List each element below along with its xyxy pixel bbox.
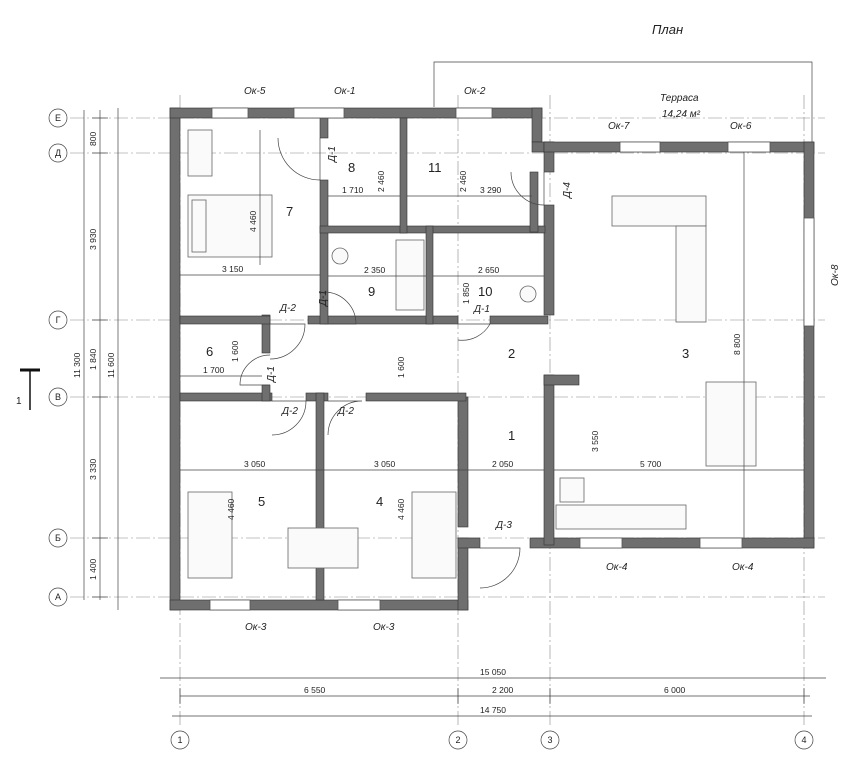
svg-text:2 200: 2 200 — [492, 685, 514, 695]
svg-text:2: 2 — [455, 735, 460, 745]
door-label: Д-1 — [473, 304, 490, 315]
door-label: Д-2 — [337, 406, 354, 417]
svg-text:Е: Е — [55, 113, 61, 123]
door-label: Д-4 — [562, 182, 573, 199]
svg-text:3 290: 3 290 — [480, 185, 502, 195]
svg-text:1 850: 1 850 — [461, 282, 471, 304]
svg-text:В: В — [55, 392, 61, 402]
svg-text:4 460: 4 460 — [248, 210, 258, 232]
svg-text:11 600: 11 600 — [106, 352, 116, 378]
door-swings — [239, 137, 545, 589]
svg-text:3 050: 3 050 — [244, 459, 266, 469]
room-labels: 1 2 3 4 5 6 7 8 9 10 11 — [206, 160, 689, 509]
svg-text:14 750: 14 750 — [480, 705, 506, 715]
svg-text:2 350: 2 350 — [364, 265, 386, 275]
room-label-4: 4 — [376, 494, 383, 509]
window-label: Ок-1 — [334, 86, 355, 97]
svg-text:800: 800 — [88, 132, 98, 146]
door-label: Д-2 — [281, 406, 298, 417]
room-label-11: 11 — [428, 160, 442, 175]
svg-text:2 650: 2 650 — [478, 265, 500, 275]
svg-text:Г: Г — [56, 315, 61, 325]
terrace-name: Терраса — [660, 93, 699, 104]
door-label: Д-1 — [318, 290, 329, 307]
svg-text:2 460: 2 460 — [458, 170, 468, 192]
window-label: Ок-3 — [245, 622, 267, 633]
window-openings — [209, 107, 815, 611]
window-label: Ок-4 — [732, 562, 754, 573]
section-mark: 1 — [16, 368, 40, 410]
svg-text:1 600: 1 600 — [396, 356, 406, 378]
room-label-7: 7 — [286, 204, 293, 219]
terrace-area: 14,24 м² — [662, 109, 701, 120]
svg-text:Б: Б — [55, 533, 61, 543]
window-label: Ок-8 — [830, 264, 841, 286]
svg-text:1 400: 1 400 — [88, 558, 98, 580]
walls — [169, 107, 815, 611]
section-number: 1 — [16, 396, 22, 407]
window-label: Ок-2 — [464, 86, 486, 97]
svg-text:3 150: 3 150 — [222, 264, 244, 274]
svg-text:1 710: 1 710 — [342, 185, 364, 195]
window-label: Ок-7 — [608, 121, 630, 132]
overall-dimensions: 15 050 6 550 2 200 6 000 14 750 — [160, 667, 826, 717]
svg-text:5 700: 5 700 — [640, 459, 662, 469]
svg-text:4: 4 — [801, 735, 806, 745]
room-label-9: 9 — [368, 284, 375, 299]
plan-title: План — [652, 22, 683, 37]
door-labels: Д-1 Д-1 Д-1 Д-1 Д-2 Д-2 Д-2 Д-3 Д-4 — [266, 146, 573, 531]
furniture — [187, 129, 757, 579]
door-label: Д-3 — [495, 520, 512, 531]
window-label: Ок-5 — [244, 86, 266, 97]
room-label-3: 3 — [682, 346, 689, 361]
svg-text:3 550: 3 550 — [590, 430, 600, 452]
svg-text:6 550: 6 550 — [304, 685, 326, 695]
door-label: Д-2 — [279, 303, 296, 314]
svg-text:11 300: 11 300 — [72, 352, 82, 378]
room-label-8: 8 — [348, 160, 355, 175]
window-labels: Ок-5 Ок-1 Ок-2 Ок-7 Ок-6 Ок-8 Ок-3 Ок-3 … — [244, 86, 841, 633]
room-label-1: 1 — [508, 428, 515, 443]
svg-text:8 800: 8 800 — [732, 333, 742, 355]
window-label: Ок-4 — [606, 562, 628, 573]
room-label-10: 10 — [478, 284, 492, 299]
window-label: Ок-3 — [373, 622, 395, 633]
svg-text:3 930: 3 930 — [88, 228, 98, 250]
svg-text:1 600: 1 600 — [230, 340, 240, 362]
interior-dimensions: 4 460 3 150 1 710 2 460 2 460 3 290 2 35… — [180, 130, 804, 538]
svg-text:2 050: 2 050 — [492, 459, 514, 469]
axis-markers-numbers: 1 2 3 4 — [170, 730, 814, 750]
svg-text:3 330: 3 330 — [88, 458, 98, 480]
svg-text:А: А — [55, 592, 61, 602]
left-dimensions: 800 3 930 1 840 3 330 1 400 11 300 11 60… — [72, 108, 119, 610]
svg-text:4 460: 4 460 — [226, 498, 236, 520]
svg-text:1 700: 1 700 — [203, 365, 225, 375]
axis-markers-letters: Е Д Г В Б А — [48, 108, 68, 607]
door-label: Д-1 — [266, 366, 277, 383]
svg-text:Д: Д — [55, 148, 61, 158]
svg-text:6 000: 6 000 — [664, 685, 686, 695]
svg-text:3 050: 3 050 — [374, 459, 396, 469]
svg-text:1: 1 — [177, 735, 182, 745]
window-label: Ок-6 — [730, 121, 752, 132]
room-label-2: 2 — [508, 346, 515, 361]
svg-text:4 460: 4 460 — [396, 498, 406, 520]
svg-text:2 460: 2 460 — [376, 170, 386, 192]
room-label-5: 5 — [258, 494, 265, 509]
terrace-outline — [433, 61, 813, 143]
door-label: Д-1 — [327, 146, 338, 163]
room-label-6: 6 — [206, 344, 213, 359]
svg-text:3: 3 — [547, 735, 552, 745]
svg-text:1 840: 1 840 — [88, 348, 98, 370]
svg-text:15 050: 15 050 — [480, 667, 506, 677]
